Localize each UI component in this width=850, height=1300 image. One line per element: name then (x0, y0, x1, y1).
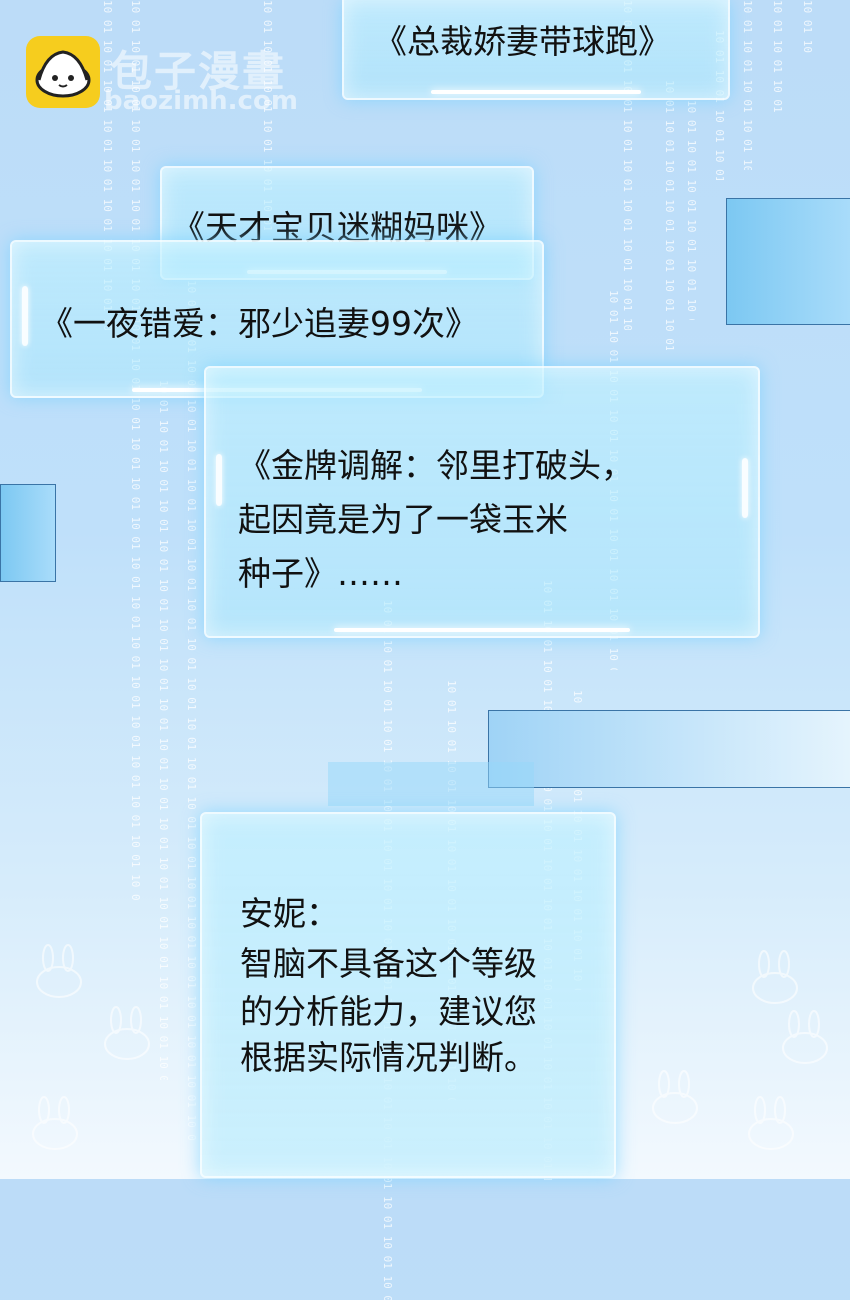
bunny-doodle-icon (32, 1096, 78, 1150)
binary-stream: 10 01 10 01 10 01 10 01 10 01 10 01 10 0… (129, 0, 142, 900)
binary-stream: 10 01 10 01 10 01 10 01 10 01 10 01 10 0… (800, 0, 814, 60)
panel-side-bar (22, 286, 28, 346)
panel-side-bar (742, 458, 748, 518)
bunny-doodle-icon (752, 950, 798, 1004)
panel-title-3: 《一夜错爱：邪少追妻99次》 (40, 304, 478, 343)
deco-rectangle (328, 762, 534, 806)
binary-stream: 10 01 10 01 10 01 10 01 10 01 10 01 10 0… (684, 100, 698, 320)
panel-side-bar (216, 454, 222, 506)
dialogue-line-3: 根据实际情况判断。 (240, 1038, 537, 1077)
panel-title-4-line-2: 起因竟是为了一袋玉米 (238, 500, 568, 539)
watermark-title: 包子漫畫 (110, 47, 287, 96)
bunny-doodle-icon (36, 944, 82, 998)
deco-rectangle (0, 484, 56, 582)
bun-mascot-icon (26, 36, 100, 108)
binary-stream: 10 01 10 01 10 01 10 01 10 01 10 01 10 0… (157, 380, 170, 1080)
panel-title-4-line-1: 《金牌调解：邻里打破头， (238, 446, 634, 485)
dialogue-line-2: 的分析能力，建议您 (240, 992, 537, 1031)
bunny-doodle-icon (104, 1006, 150, 1060)
panel-glow-bar (431, 90, 641, 94)
bunny-doodle-icon (748, 1096, 794, 1150)
title-panel-4 (204, 366, 760, 638)
dialogue-line-1: 智脑不具备这个等级 (240, 944, 537, 983)
deco-rectangle (726, 198, 850, 325)
dialogue-speaker: 安妮： (240, 894, 339, 933)
panel-glow-bar (334, 628, 630, 632)
title-panel-1 (342, 0, 730, 100)
binary-stream: 10 01 10 01 10 01 10 01 10 01 10 01 10 0… (185, 280, 198, 1140)
dialogue-panel (200, 812, 616, 1178)
panel-title-1: 《总裁娇妻带球跑》 (374, 22, 671, 61)
bunny-doodle-icon (652, 1070, 698, 1124)
deco-rectangle (488, 710, 850, 788)
binary-stream: 10 01 10 01 10 01 10 01 10 01 10 01 10 0… (662, 80, 676, 350)
binary-stream: 10 01 10 01 10 01 10 01 10 01 10 01 10 0… (740, 0, 754, 170)
panel-title-4-line-3: 种子》…… (238, 554, 403, 593)
watermark-url: baozimh.com (104, 86, 298, 116)
binary-stream: 10 01 10 01 10 01 10 01 10 01 10 01 10 0… (770, 0, 784, 120)
bunny-doodle-icon (782, 1010, 828, 1064)
